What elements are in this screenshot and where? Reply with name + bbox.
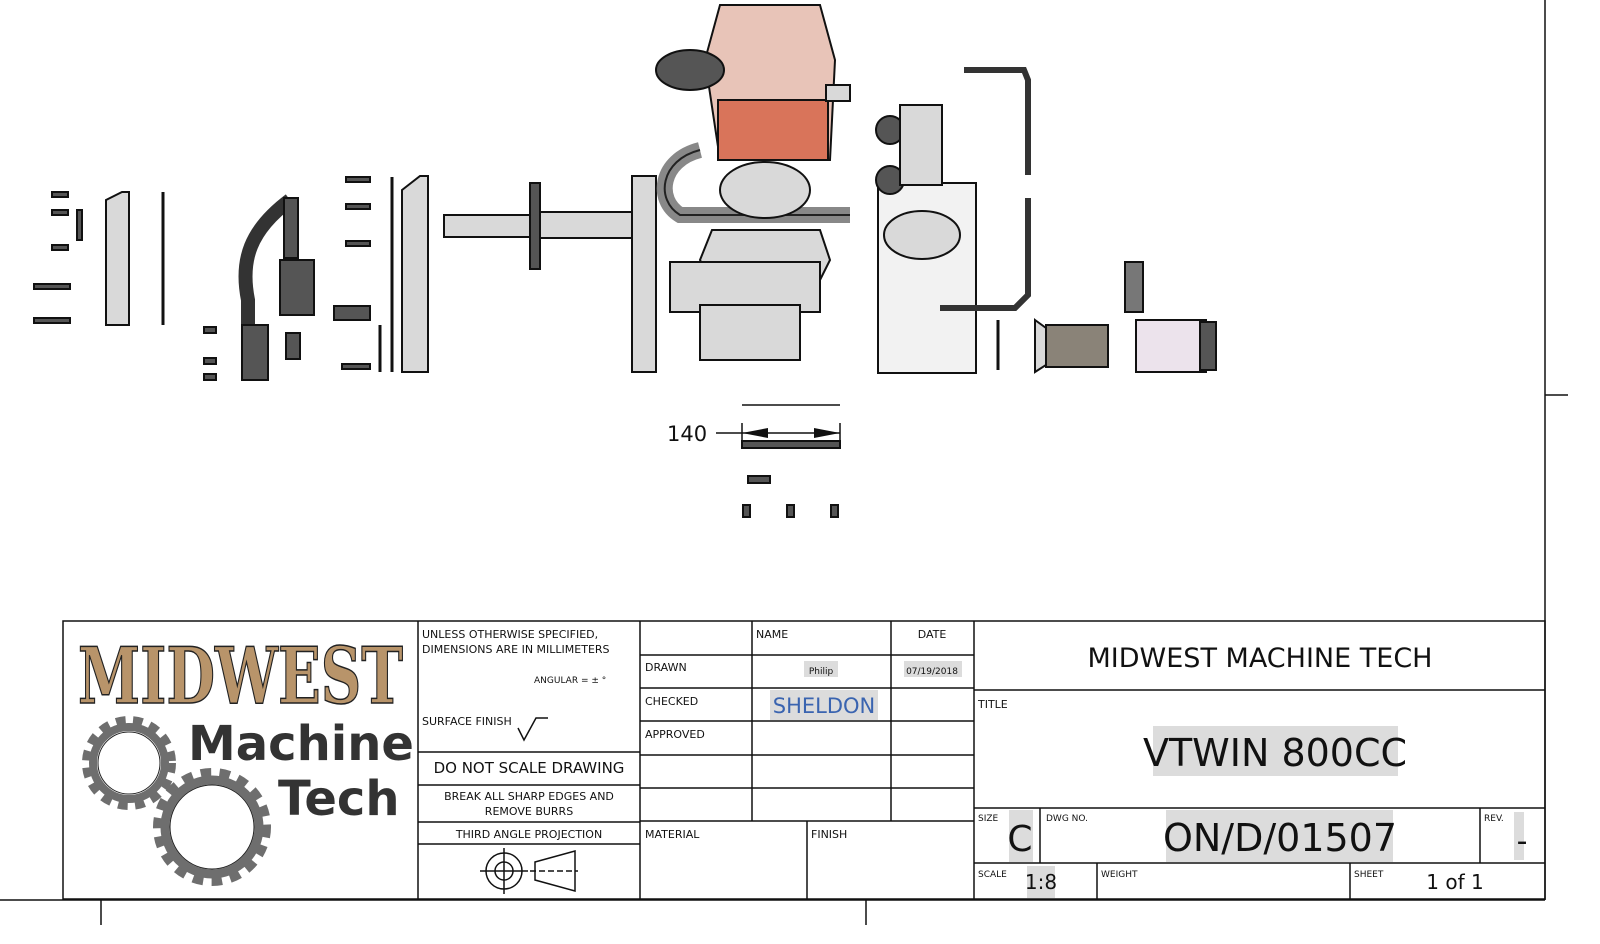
sheet-size: C (1007, 819, 1032, 860)
company-name: MIDWEST MACHINE TECH (1088, 643, 1433, 674)
angular: ANGULAR = ± ° (534, 676, 606, 686)
revision: - (1517, 824, 1528, 859)
dimension-arrow-icon (742, 428, 840, 438)
bolts-left (33, 191, 83, 324)
checked-name: SHELDON (773, 694, 876, 718)
rev-label: REV. (1484, 814, 1504, 824)
date-header: DATE (918, 628, 947, 641)
break-edges-line2: REMOVE BURRS (485, 805, 573, 818)
drawing-title: VTWIN 800CC (1143, 731, 1407, 775)
bolts-mid (333, 176, 394, 372)
scale-value: 1:8 (1025, 870, 1057, 894)
drawn-label: DRAWN (645, 661, 687, 674)
size-label: SIZE (978, 814, 999, 824)
sheet-label: SHEET (1354, 870, 1384, 880)
gear-icon (82, 716, 271, 886)
scale-label: SCALE (978, 870, 1007, 880)
drawn-name: Philip (809, 667, 834, 677)
cylinder-block (875, 104, 977, 374)
general-notes: UNLESS OTHERWISE SPECIFIED, DIMENSIONS A… (422, 628, 624, 894)
dwg-label: DWG NO. (1046, 814, 1088, 824)
third-angle-projection-icon (480, 848, 578, 894)
clutch-cover (631, 175, 657, 373)
drawing-number: ON/D/01507 (1163, 816, 1397, 860)
material-label: MATERIAL (645, 828, 700, 841)
exploded-engine-view (33, 4, 1217, 518)
cylinder-head-assembly (655, 4, 851, 361)
approvals-table: NAME DATE DRAWN Philip 07/19/2018 CHECKE… (645, 628, 962, 841)
dimension-value: 140 (667, 422, 707, 446)
dimension-140: 140 (667, 404, 841, 446)
sheet-number: 1 of 1 (1426, 870, 1483, 894)
crankcase-cover (401, 175, 429, 373)
tolerance-line2: DIMENSIONS ARE IN MILLIMETERS (422, 643, 610, 656)
drawn-date: 07/19/2018 (906, 667, 958, 677)
exhaust-pipe (940, 67, 1031, 370)
finish-label: FINISH (811, 828, 847, 841)
approved-label: APPROVED (645, 728, 705, 741)
projection: THIRD ANGLE PROJECTION (455, 828, 602, 841)
logo-line2: Machine (188, 716, 414, 772)
company-logo: MIDWEST Machine Tech (77, 630, 414, 886)
title-block: MIDWEST MACHINE TECH TITLE VTWIN 800CC S… (977, 643, 1527, 898)
title-block-grid (62, 620, 1546, 900)
intake-manifold (203, 194, 315, 381)
weight-label: WEIGHT (1101, 870, 1138, 880)
title-label: TITLE (977, 698, 1008, 711)
side-cover-left (105, 191, 130, 326)
lower-parts (741, 440, 841, 518)
logo-line1: MIDWEST (78, 631, 403, 722)
logo-line3: Tech (278, 771, 400, 827)
crankshaft (443, 182, 641, 270)
surface-finish-symbol-icon (517, 717, 548, 742)
checked-label: CHECKED (645, 695, 698, 708)
tolerance-line1: UNLESS OTHERWISE SPECIFIED, (422, 628, 598, 641)
oil-filter (1034, 261, 1217, 374)
do-not-scale: DO NOT SCALE DRAWING (434, 759, 625, 777)
name-header: NAME (756, 628, 788, 641)
break-edges-line1: BREAK ALL SHARP EDGES AND (444, 790, 614, 803)
surface-finish: SURFACE FINISH (422, 715, 512, 728)
